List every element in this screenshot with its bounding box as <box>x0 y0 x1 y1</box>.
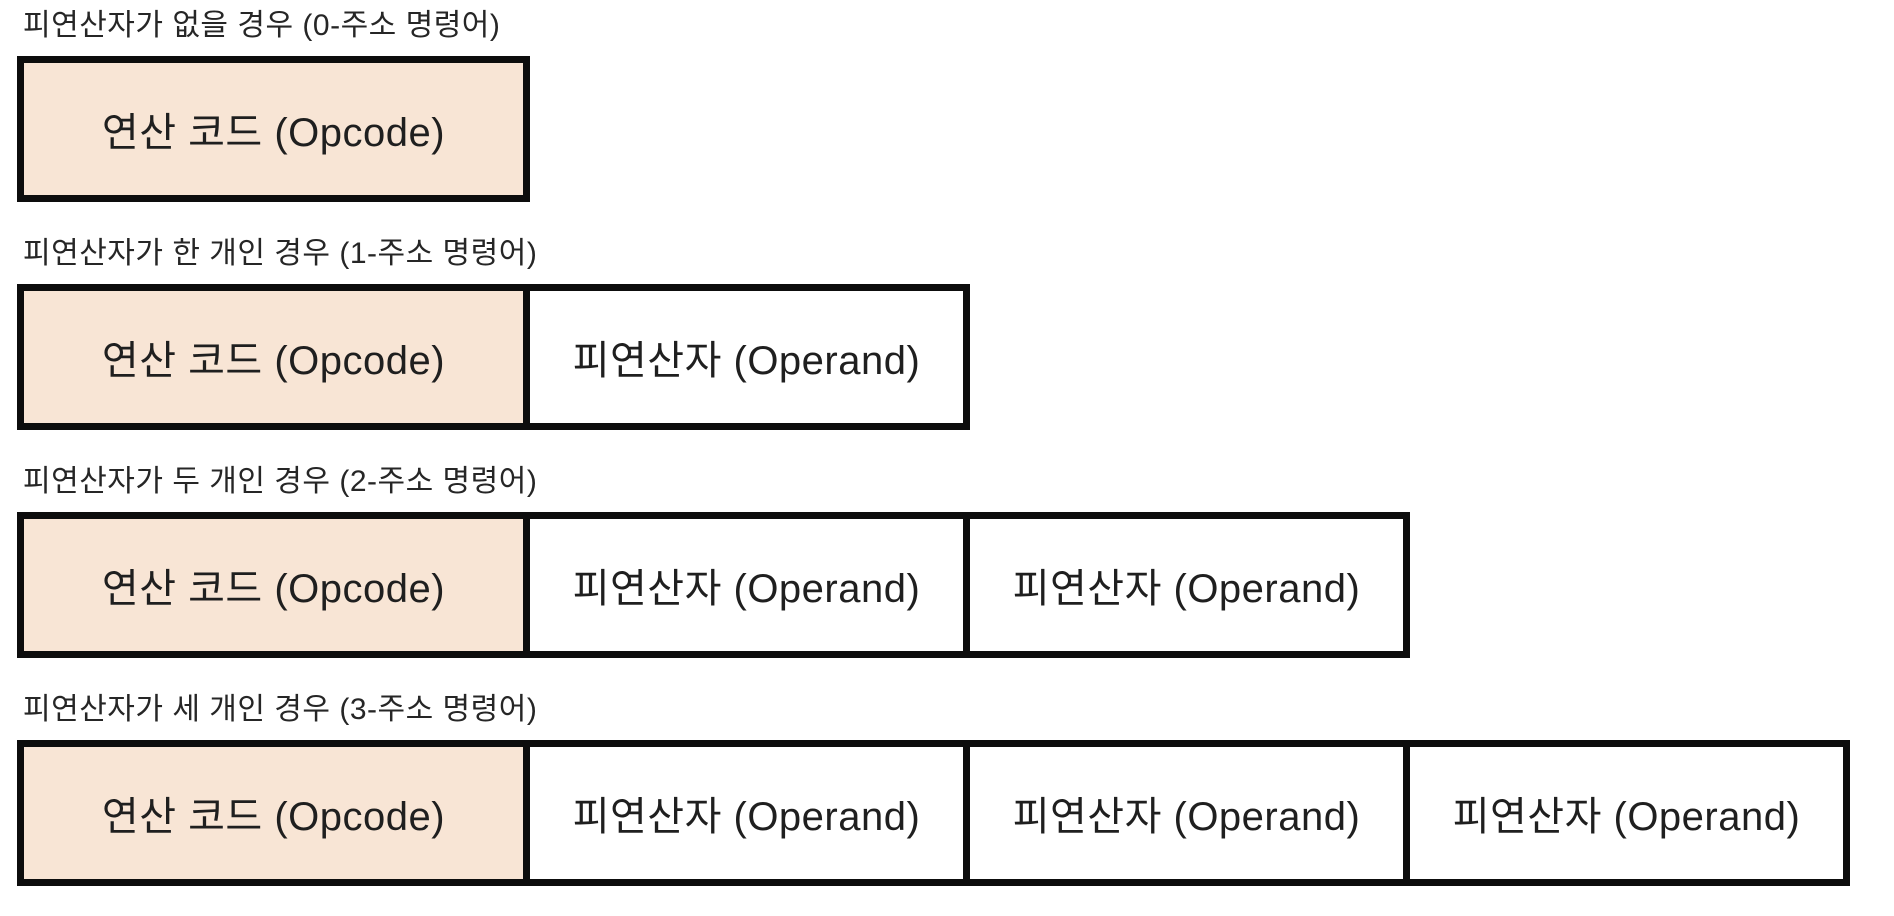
section-title-1-address: 피연산자가 한 개인 경우 (1-주소 명령어) <box>23 237 538 270</box>
section-title-0-address: 피연산자가 없을 경우 (0-주소 명령어) <box>23 9 501 42</box>
section-0-address: 피연산자가 없을 경우 (0-주소 명령어) 연산 코드 (Opcode) <box>17 8 1894 202</box>
operand-cell: 피연산자 (Operand) <box>523 740 970 886</box>
instruction-format-row-1-address: 연산 코드 (Opcode) 피연산자 (Operand) <box>17 284 1894 430</box>
opcode-cell: 연산 코드 (Opcode) <box>17 740 530 886</box>
section-title-3-address: 피연산자가 세 개인 경우 (3-주소 명령어) <box>23 693 538 726</box>
operand-cell: 피연산자 (Operand) <box>963 740 1410 886</box>
section-title-2-address: 피연산자가 두 개인 경우 (2-주소 명령어) <box>23 465 538 498</box>
section-1-address: 피연산자가 한 개인 경우 (1-주소 명령어) 연산 코드 (Opcode) … <box>17 236 1894 430</box>
opcode-cell: 연산 코드 (Opcode) <box>17 512 530 658</box>
operand-cell: 피연산자 (Operand) <box>523 284 970 430</box>
instruction-format-row-2-address: 연산 코드 (Opcode) 피연산자 (Operand)피연산자 (Opera… <box>17 512 1894 658</box>
operand-cell: 피연산자 (Operand) <box>963 512 1410 658</box>
opcode-cell: 연산 코드 (Opcode) <box>17 56 530 202</box>
operand-cell: 피연산자 (Operand) <box>523 512 970 658</box>
operand-cell: 피연산자 (Operand) <box>1403 740 1850 886</box>
section-3-address: 피연산자가 세 개인 경우 (3-주소 명령어) 연산 코드 (Opcode) … <box>17 692 1894 886</box>
instruction-format-row-0-address: 연산 코드 (Opcode) <box>17 56 1894 202</box>
section-2-address: 피연산자가 두 개인 경우 (2-주소 명령어) 연산 코드 (Opcode) … <box>17 464 1894 658</box>
instruction-format-row-3-address: 연산 코드 (Opcode) 피연산자 (Operand)피연산자 (Opera… <box>17 740 1894 886</box>
opcode-cell: 연산 코드 (Opcode) <box>17 284 530 430</box>
